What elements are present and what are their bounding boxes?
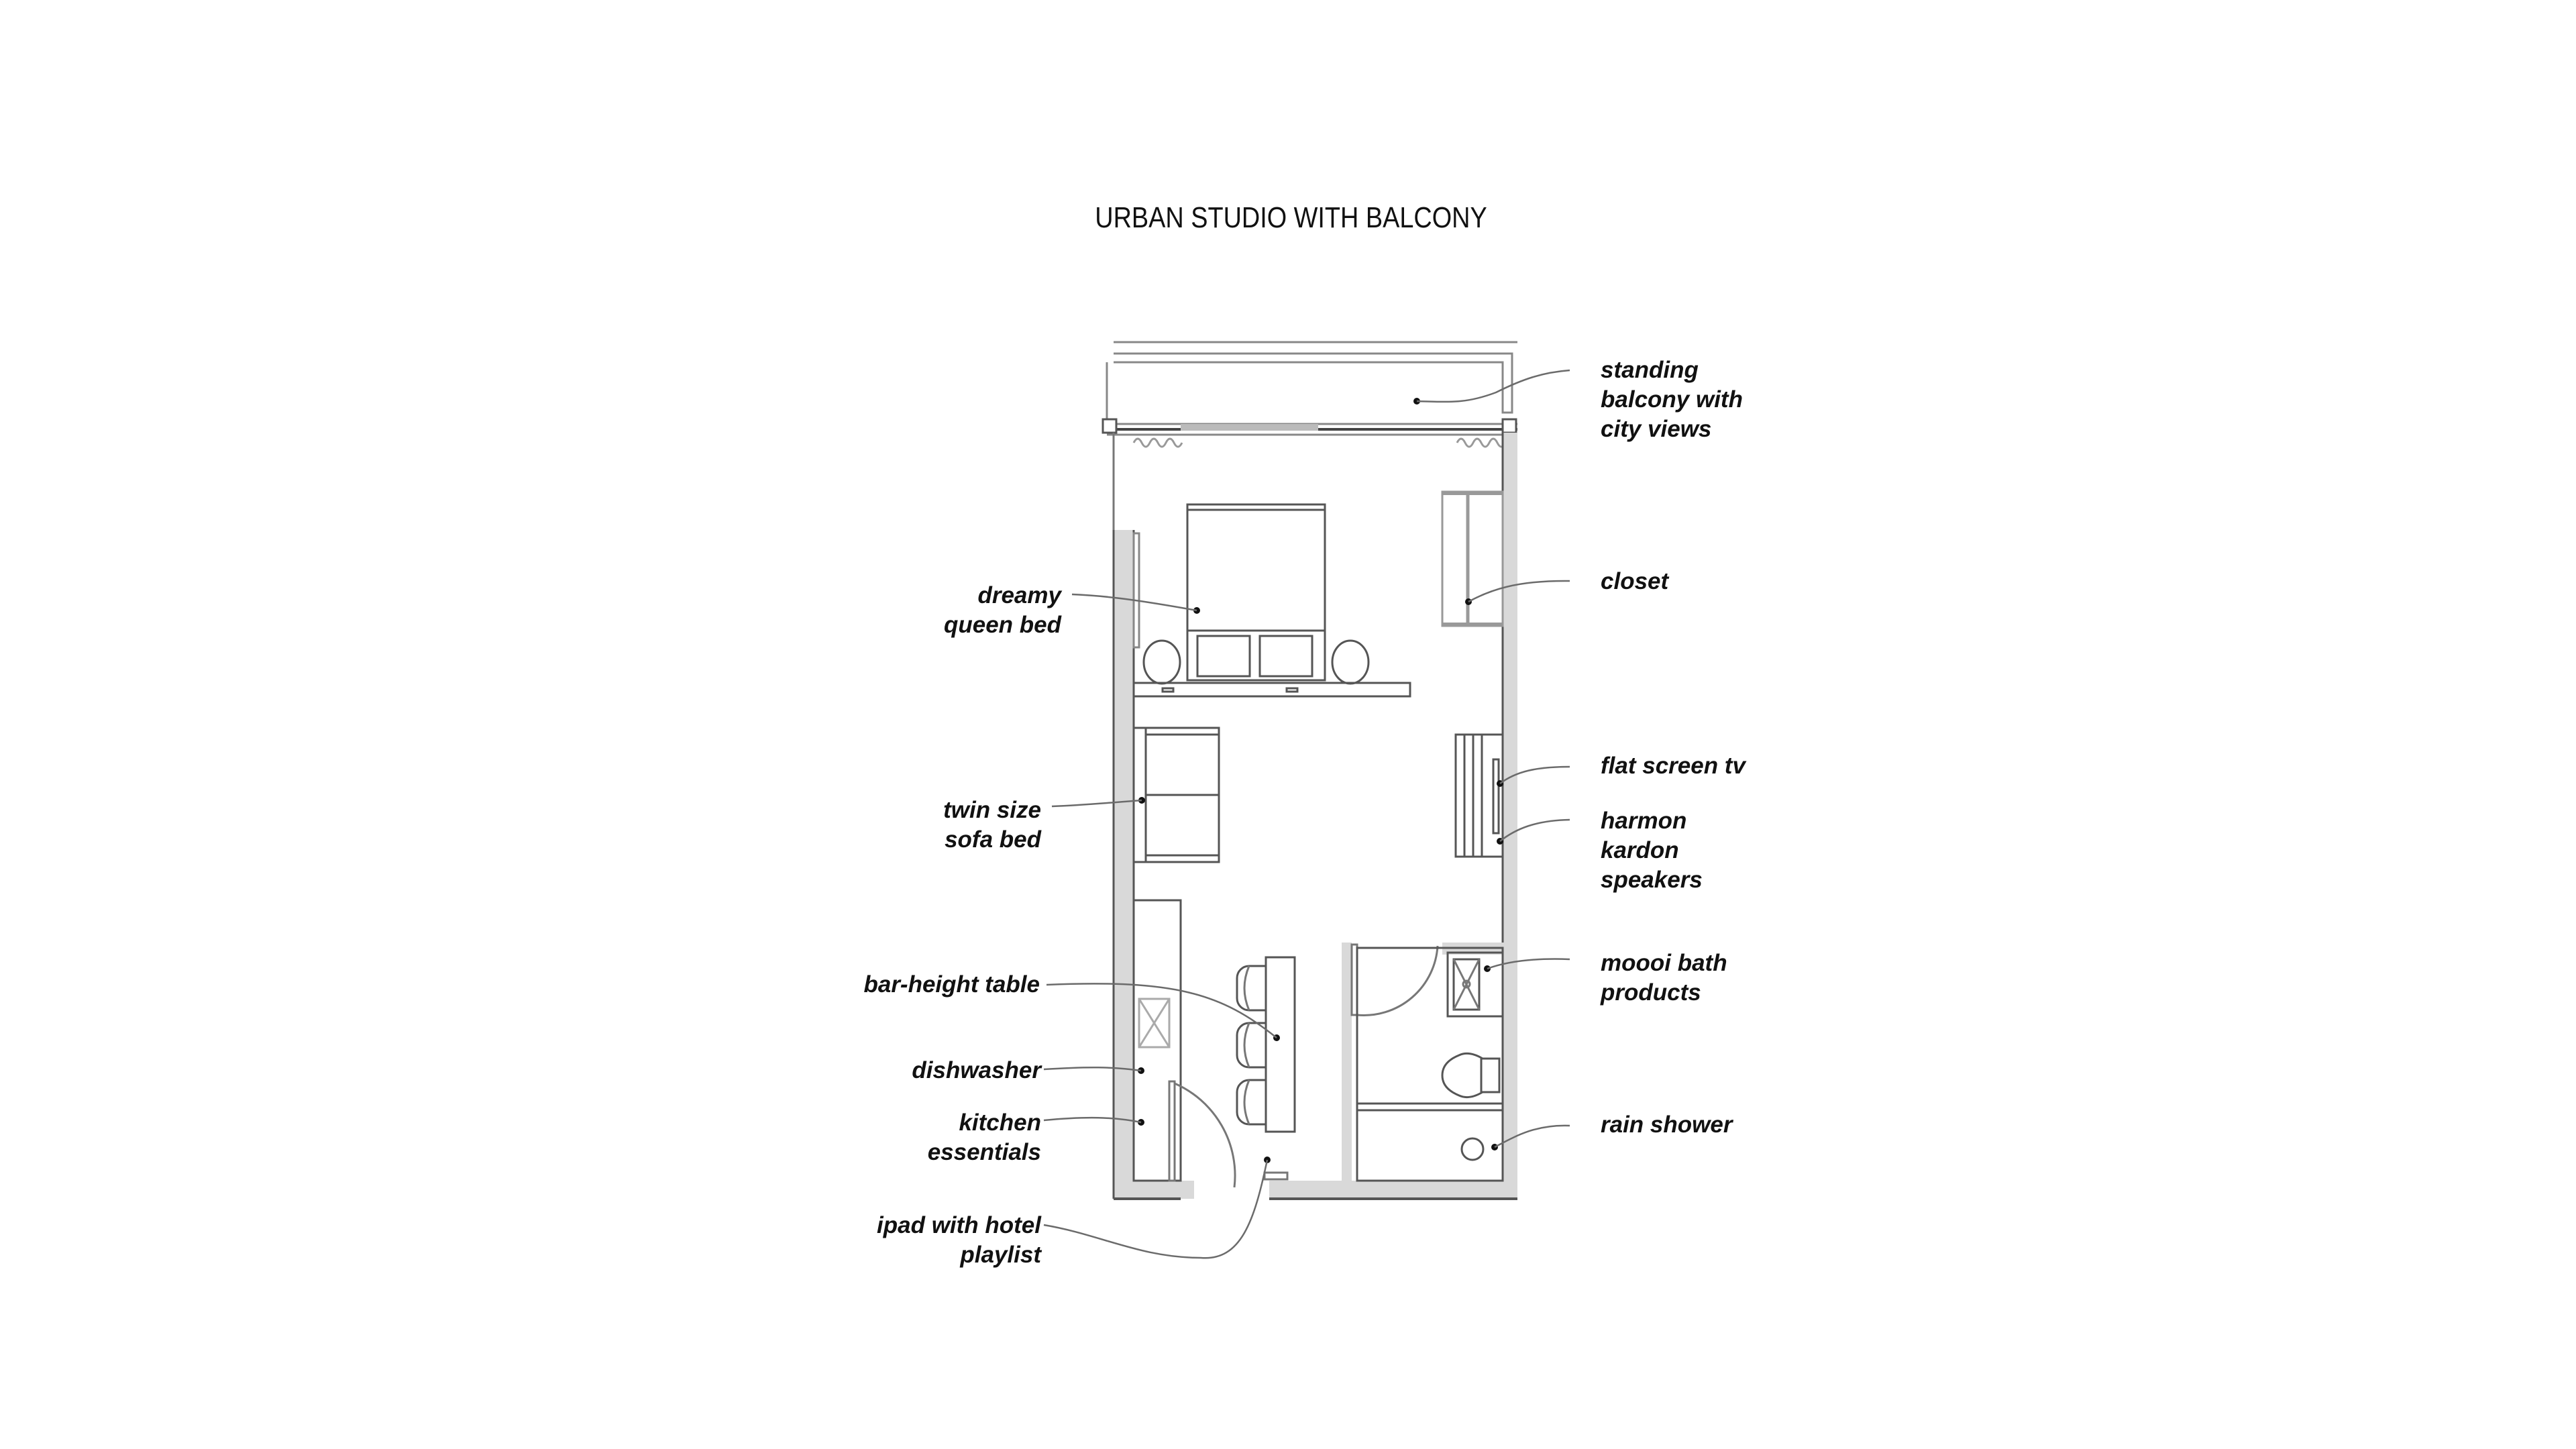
label-queen-bed: dreamy queen bed [943,582,1061,638]
entry-door [1168,1080,1289,1188]
label-bar-table: bar-height table [863,971,1040,998]
curtain-icon [1132,437,1507,448]
label-ipad: ipad with hotel playlist [877,1212,1041,1268]
queen-bed [1132,503,1411,698]
label-closet: closet [1601,568,1669,594]
label-bath-products: moooi bath products [1601,950,1727,1006]
label-sofa-bed: twin size sofa bed [943,797,1041,853]
balcony [1102,341,1517,436]
sofa-bed [1132,727,1220,863]
kitchen-counter [1132,899,1182,1182]
label-rain-shower: rain shower [1601,1112,1733,1138]
label-kitchen: kitchen essentials [927,1110,1041,1165]
label-balcony: standing balcony with city views [1601,357,1743,442]
tv-console [1454,733,1504,858]
shower-icon [1460,1137,1485,1161]
plan-title: URBAN STUDIO WITH BALCONY [1095,201,1487,234]
closet [1441,490,1504,627]
bar-table [1236,956,1296,1133]
bathroom [1350,943,1504,1182]
label-speakers: harmon kardon speakers [1601,808,1703,893]
label-tv: flat screen tv [1601,753,1746,779]
leader-lines [1043,369,1570,1259]
toilet-icon [1441,1052,1501,1099]
label-dishwasher: dishwasher [912,1057,1041,1083]
